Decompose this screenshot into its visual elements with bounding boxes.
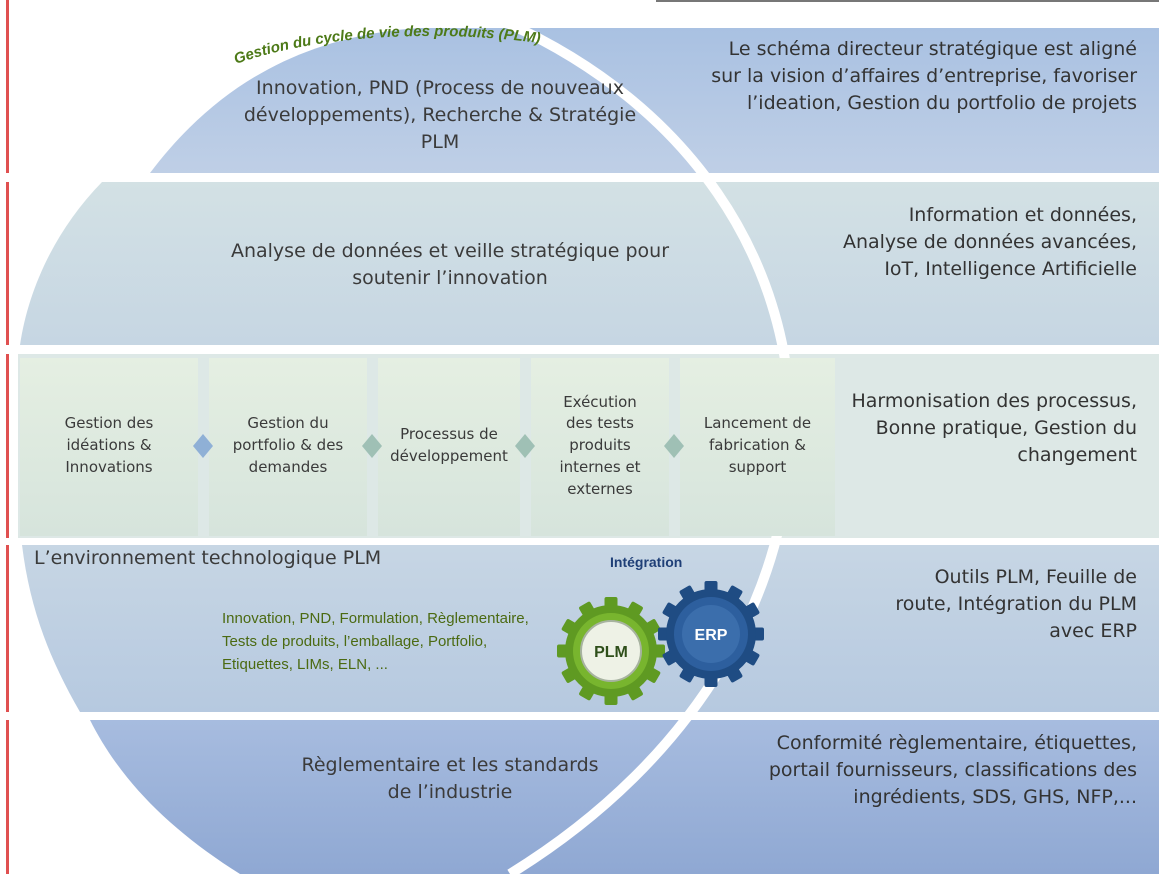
step-box-3 (378, 358, 520, 536)
side-analytics-text: Information et données, Analyse de donné… (842, 204, 1137, 280)
diamond-connector-1 (193, 434, 213, 458)
process-step-3: Processus de développement (378, 356, 520, 536)
band-regulatory-text: Règlementaire et les standards de l’indu… (301, 754, 599, 803)
process-step-2-label: Gestion du portfolio & des demandes (232, 414, 344, 476)
step-box-2 (209, 358, 367, 536)
top-border-line (656, 0, 1159, 2)
process-step-1-label: Gestion des idéations & Innovations (64, 414, 154, 476)
integration-label: Intégration (610, 554, 683, 570)
diamond-connector-3 (515, 434, 535, 458)
process-step-5: Lancement de fabrication & support (680, 356, 835, 536)
process-step-3-label: Processus de développement (390, 425, 508, 465)
process-step-4-label: Exécution des tests produits internes et… (559, 392, 641, 498)
plm-modules-list: Innovation, PND, Formulation, Règlementa… (222, 610, 529, 673)
left-red-border (6, 0, 9, 874)
gear-plm-icon: PLM (557, 597, 665, 705)
process-step-4: Exécution des tests produits internes et… (531, 356, 669, 536)
tech-title: L’environnement technologique PLM (34, 547, 382, 569)
process-step-2: Gestion du portfolio & des demandes (209, 356, 367, 536)
process-step-5-label: Lancement de fabrication & support (703, 414, 812, 476)
step-box-4 (531, 358, 669, 536)
band-strategy-text: Innovation, PND (Process de nouveaux dév… (243, 77, 637, 153)
process-step-1: Gestion des idéations & Innovations (20, 356, 198, 536)
band-strategy-shape (150, 28, 1159, 173)
side-process-text: Harmonisation des processus, Bonne prati… (851, 390, 1137, 466)
diamond-connector-2 (362, 434, 382, 458)
diamond-connector-4 (664, 434, 684, 458)
side-strategy-text: Le schéma directeur stratégique est alig… (711, 38, 1137, 114)
step-box-5 (680, 358, 835, 536)
step-box-1 (20, 358, 198, 536)
gear-erp-icon: ERP (658, 581, 764, 687)
band-analytics-text: Analyse de données et veille stratégique… (230, 240, 670, 289)
side-technology-text: Outils PLM, Feuille de route, Intégratio… (895, 566, 1137, 642)
gear-erp-label: ERP (695, 627, 728, 644)
band-analytics-shape (20, 182, 1159, 345)
side-regulatory-text: Conformité règlementaire, étiquettes, po… (768, 732, 1137, 808)
gear-plm-label: PLM (594, 644, 628, 661)
band-regulatory-shape (90, 720, 1159, 874)
